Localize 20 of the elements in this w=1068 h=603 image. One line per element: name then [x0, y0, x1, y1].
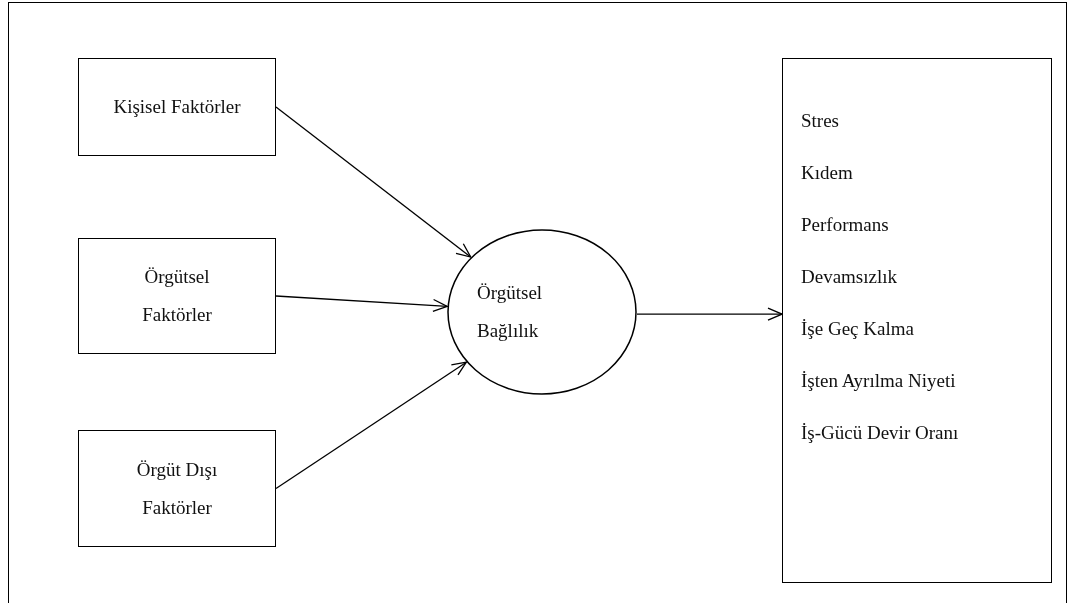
outcome-item: Performans	[801, 213, 889, 237]
outcome-item: İşe Geç Kalma	[801, 317, 914, 341]
factor-box	[78, 238, 276, 354]
node-label: Örgüt Dışı Faktörler	[135, 457, 219, 520]
outcome-item: Stres	[801, 109, 839, 133]
outcome-item: Devamsızlık	[801, 265, 898, 289]
outcome-item: İşten Ayrılma Niyeti	[801, 369, 956, 393]
node-label: Örgütsel Faktörler	[141, 265, 213, 327]
node-label: Örgütsel Bağlılık	[477, 281, 544, 343]
arrow	[275, 361, 467, 490]
node-label: Kişisel Faktörler	[112, 95, 242, 119]
outcome-box	[782, 58, 1052, 583]
arrow	[636, 307, 783, 321]
arrow	[275, 106, 472, 258]
factor-box	[78, 430, 276, 547]
factor-box	[78, 58, 276, 156]
outcome-item: İş-Gücü Devir Oranı	[801, 421, 959, 445]
arrow	[275, 295, 448, 313]
outcome-item: Kıdem	[801, 161, 853, 185]
ellipse	[447, 229, 637, 395]
